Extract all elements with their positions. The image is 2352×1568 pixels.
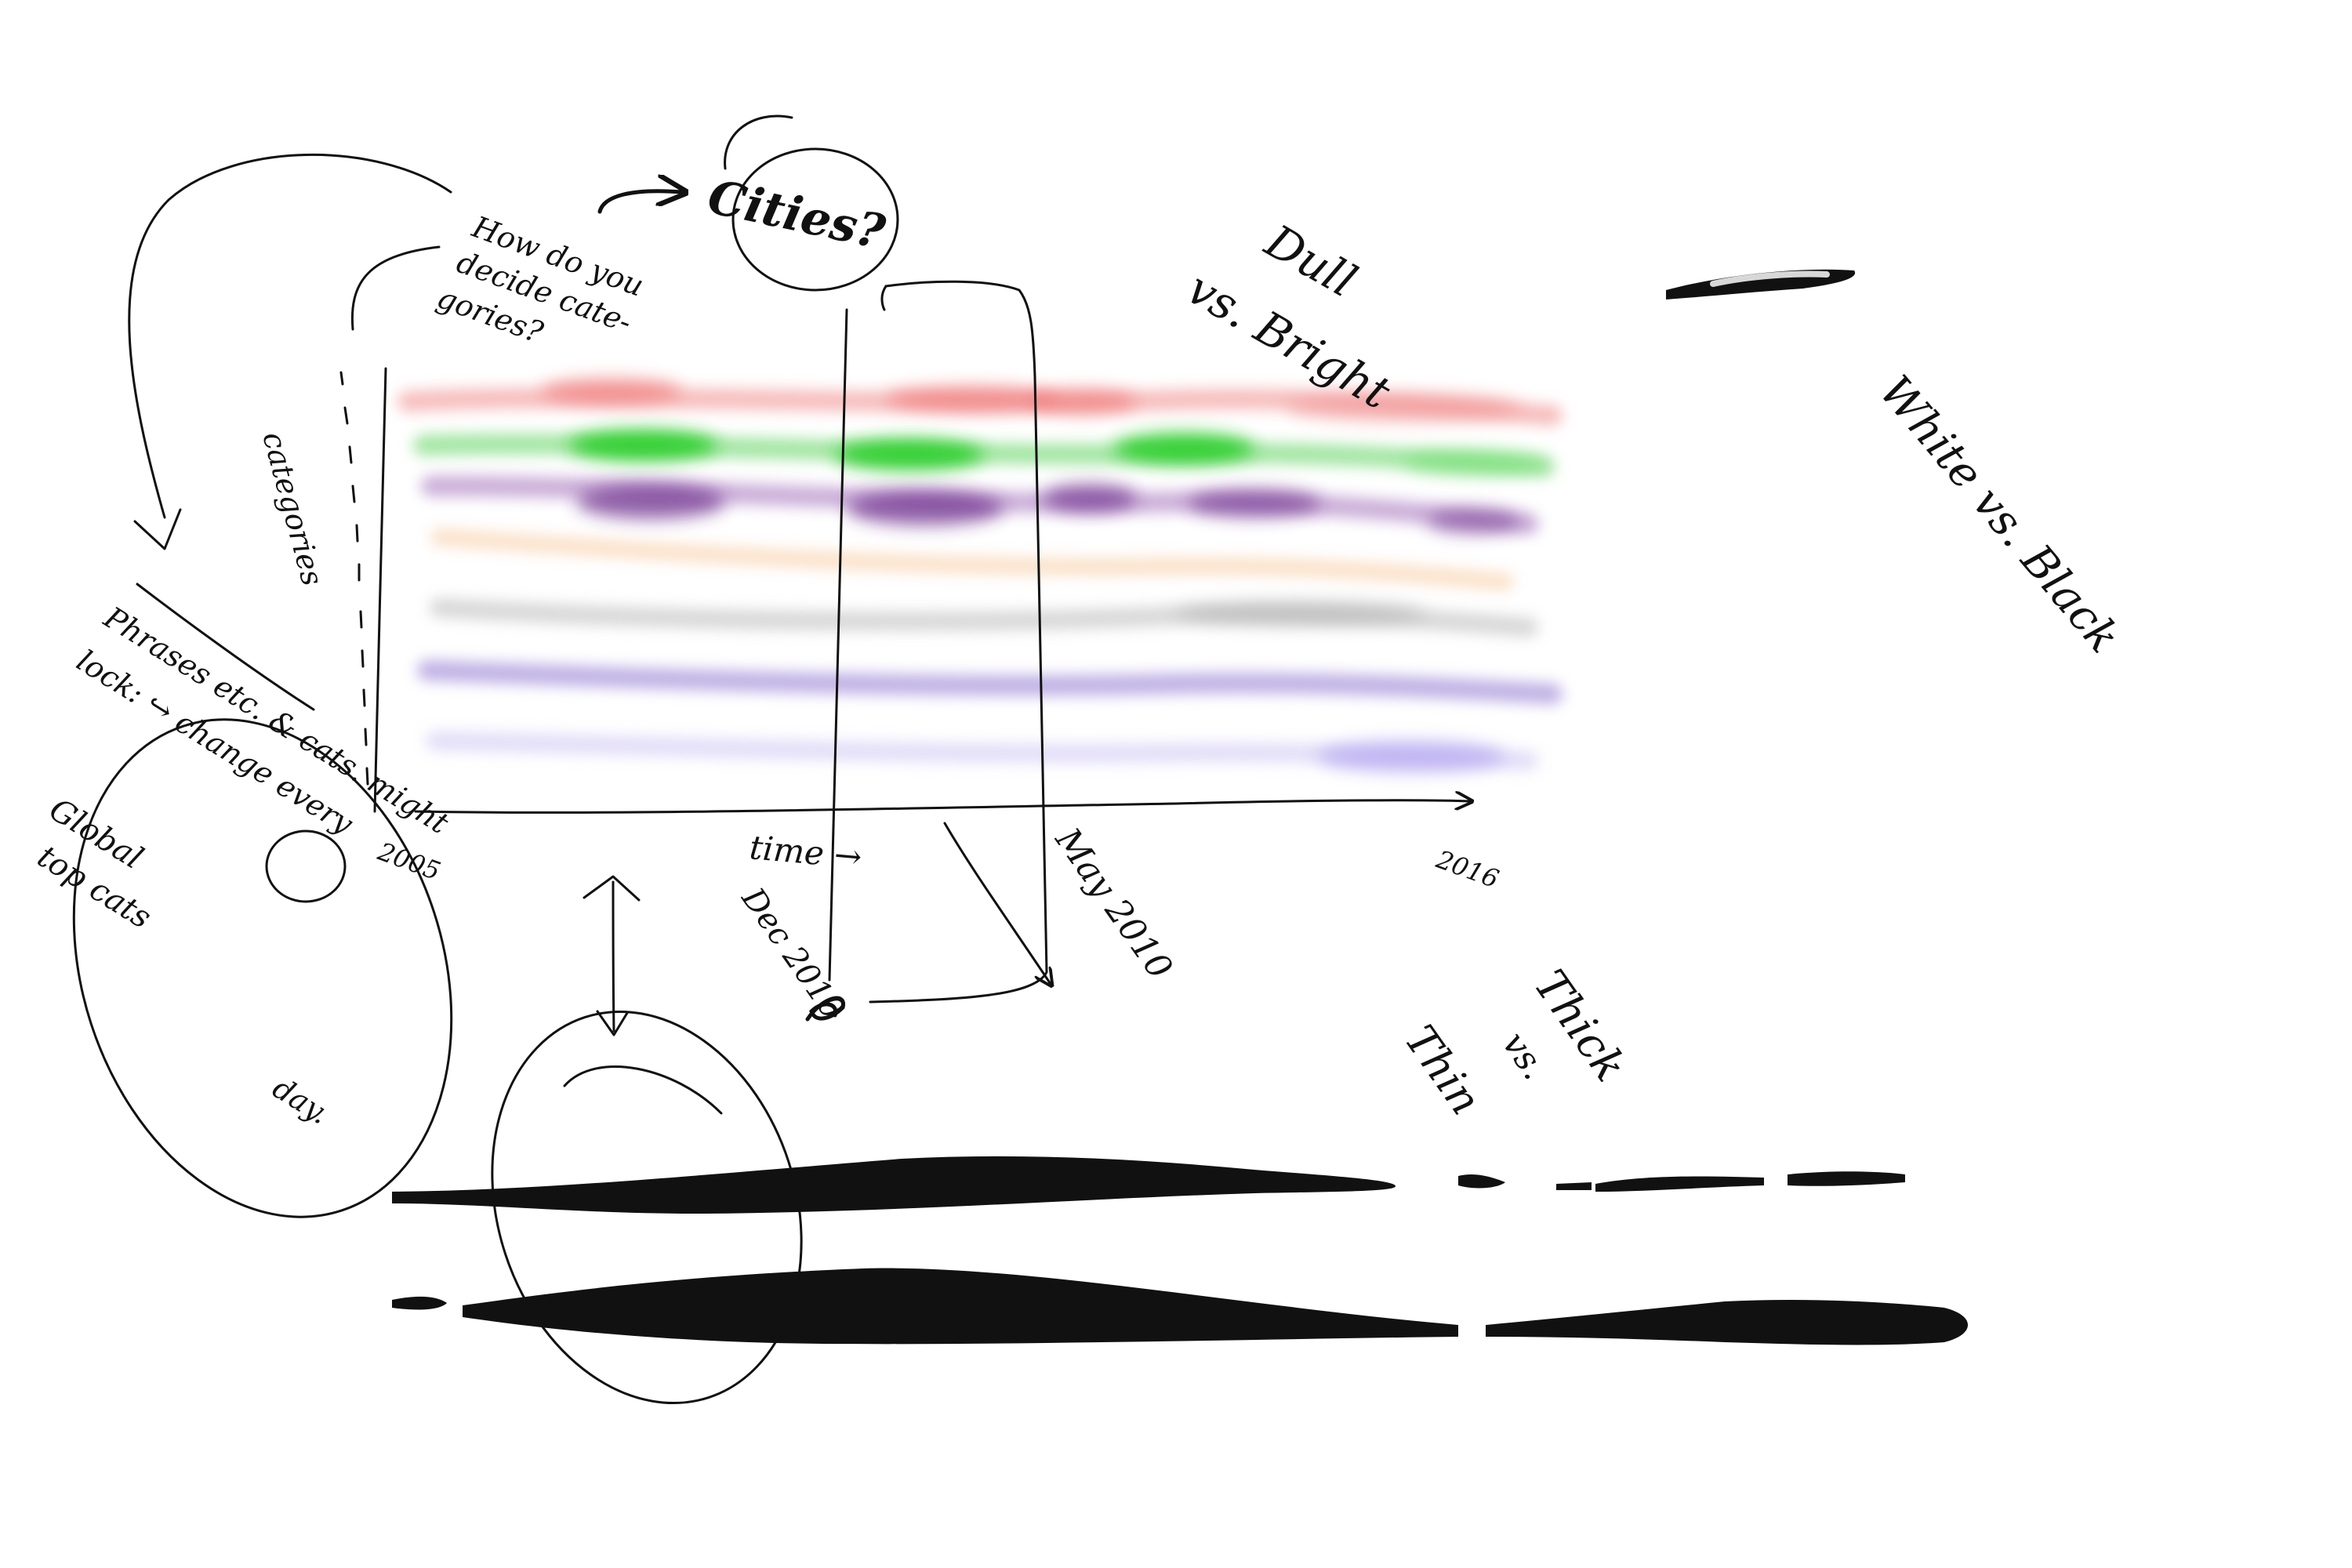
lens-ellipse [491, 1010, 803, 1405]
note-dull: Dull [1256, 214, 1366, 308]
thick-line-bottom [463, 1268, 1458, 1345]
note-vs: vs. [1494, 1025, 1555, 1087]
cats-ring [265, 829, 347, 903]
band-blob [1188, 489, 1321, 517]
band-blob [1286, 394, 1521, 422]
note-year-end: 2016 [1432, 844, 1502, 894]
thick-line-bottom [1486, 1299, 1968, 1345]
arrow-to-cities [597, 191, 682, 214]
band-blob [886, 386, 1058, 411]
thickness-lines [392, 1156, 1968, 1345]
band-blob [568, 430, 717, 461]
connector-categories [350, 245, 441, 331]
band-blob [541, 378, 682, 403]
note-bubble-3: day. [267, 1070, 335, 1131]
band-blob [1043, 484, 1137, 512]
scribble-mark [805, 996, 845, 1022]
band-blob [1176, 601, 1427, 626]
note-thin: Thin [1395, 1016, 1490, 1123]
note-year-start: 2005 [373, 836, 444, 886]
thick-line-top [392, 1156, 1396, 1214]
selection-bracket [880, 285, 887, 311]
notes-bubble [72, 718, 453, 1218]
note-white-vs-black: White vs. Black [1869, 366, 2129, 662]
note-time-arrow: time → [748, 828, 863, 876]
thin-dash [1788, 1171, 1905, 1186]
note-may: May 2010 [1047, 820, 1180, 986]
note-cities: Cities? [703, 169, 891, 260]
y-axis [373, 367, 387, 813]
band-blob [1403, 450, 1544, 475]
vertical-double-arrow [612, 880, 615, 1033]
note-dec: Dec 2010 [734, 881, 851, 1026]
cities-ellipse-tail [724, 114, 793, 170]
highlight-box [828, 280, 1048, 1004]
arrowhead-top [583, 875, 641, 902]
thin-dash [1458, 1174, 1505, 1189]
thick-line-bottom [392, 1296, 447, 1310]
curved-arrow [128, 153, 452, 550]
band-blob [1113, 433, 1254, 464]
band-violet [417, 660, 1563, 704]
lens-tail [563, 1065, 723, 1115]
thin-dash [1556, 1182, 1592, 1190]
band-blob [847, 491, 1004, 525]
bubble-tail [136, 583, 315, 711]
band-blob [1027, 389, 1137, 414]
x-axis [414, 800, 1470, 814]
band-orange [430, 528, 1514, 590]
band-blob [1427, 509, 1521, 534]
cities-ellipse [731, 147, 899, 292]
band-gray [430, 598, 1538, 637]
drag-arrow [943, 822, 1051, 984]
category-ticks [339, 371, 369, 786]
thin-dash [1595, 1176, 1764, 1192]
stream-bands [397, 378, 1563, 772]
band-blob [835, 439, 984, 470]
band-blob [576, 485, 725, 519]
note-categories: categories [256, 428, 330, 590]
swatch-highlight [1710, 270, 1830, 287]
band-blob [1317, 741, 1505, 772]
arrowhead-bottom [596, 1010, 629, 1036]
